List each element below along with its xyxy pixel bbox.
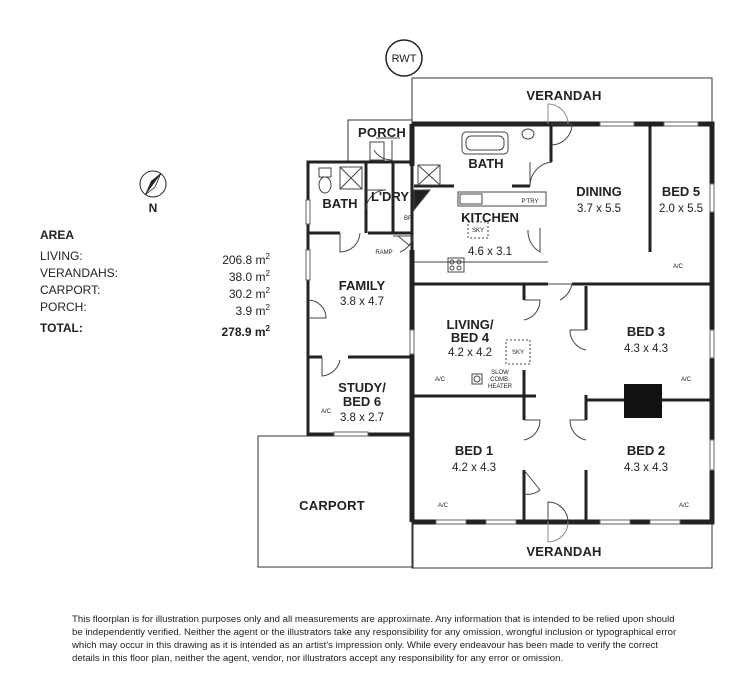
bed3-dim: 4.3 x 4.3 [624,343,668,355]
br-label: BR. [404,216,414,222]
bed5-ac: A/C [673,264,684,270]
kitchen-skylight [467,221,489,239]
disclaimer-text: This floorplan is for illustration purpo… [72,614,677,664]
area-value: 38.0 m [228,270,266,284]
heater [471,373,483,385]
heater-line-3: HEATER [488,384,513,390]
living-ac: A/C [435,377,446,383]
area-total-label: TOTAL: [40,321,83,335]
bathtub [461,131,509,155]
kitchen-bench [457,191,547,207]
area-value: 3.9 m [235,304,266,318]
verandah-bottom-label: VERANDAH [526,544,601,559]
area-row-total: TOTAL: 278.9 m2 [40,320,270,339]
bed2-name: BED 2 [627,443,665,458]
area-row-verandahs: VERANDAHS: 38.0 m2 [40,265,270,284]
porch-outline [347,119,412,162]
kitchen-sky: SKY [472,228,484,234]
area-value: 206.8 m [222,253,266,267]
unit-superscript: 2 [265,269,270,278]
kitchen-dim: 4.6 x 3.1 [468,246,512,258]
dining-name: DINING [576,184,622,199]
fixtures [318,128,548,385]
living-skylight [505,339,531,365]
cooktop [447,257,465,273]
bed1-dim: 4.2 x 4.3 [452,462,496,474]
ramp-label: RAMP [375,250,392,256]
living-name-2: BED 4 [451,330,490,345]
chimney [624,384,662,418]
area-label: LIVING: [40,249,83,263]
bed2-ac: A/C [679,503,690,509]
unit-superscript: 2 [265,252,270,261]
study-name-1: STUDY/ [338,380,386,395]
unit-superscript: 2 [265,324,270,333]
rwt-label: RWT [392,53,417,65]
area-total-value: 278.9 m [221,325,266,339]
carport-label: CARPORT [299,498,365,513]
bath-small-label: BATH [322,196,357,211]
area-label: CARPORT: [40,283,101,297]
area-summary: AREA LIVING: 206.8 m2 VERANDAHS: 38.0 m2… [40,228,270,339]
room-labels: VERANDAH VERANDAH PORCH BATH BATH L'DRY … [299,88,703,559]
heater-line-1: SLOW [491,370,509,376]
kitchen-pantry: P'TRY [521,199,538,205]
bed5-name: BED 5 [662,184,700,199]
doors [307,103,587,543]
study-ac: A/C [321,409,332,415]
bed1-name: BED 1 [455,443,493,458]
living-sky: SKY [512,350,524,356]
family-dim: 3.8 x 4.7 [340,296,384,308]
living-dim: 4.2 x 4.2 [448,347,492,359]
bed1-ac: A/C [438,503,449,509]
porch-label: PORCH [358,125,406,140]
windows [305,121,715,525]
area-value: 30.2 m [228,287,266,301]
bed5-dim: 2.0 x 5.5 [659,203,703,215]
compass-label: N [149,201,158,215]
toilet-small [318,167,332,178]
study-name-2: BED 6 [343,394,381,409]
family-name: FAMILY [339,278,386,293]
sink [459,193,483,205]
dining-dim: 3.7 x 5.5 [577,203,621,215]
area-row-living: LIVING: 206.8 m2 [40,248,270,267]
bed2-dim: 4.3 x 4.3 [624,462,668,474]
study-dim: 3.8 x 2.7 [340,412,384,424]
area-label: VERANDAHS: [40,266,119,280]
kitchen-corner-fill [413,189,432,212]
area-row-porch: PORCH: 3.9 m2 [40,299,270,318]
laundry-label: L'DRY [371,189,409,204]
area-label: PORCH: [40,300,87,314]
living-name-1: LIVING/ [447,317,494,332]
bed3-name: BED 3 [627,324,665,339]
bath-main-label: BATH [468,156,503,171]
verandah-top-label: VERANDAH [526,88,601,103]
area-title: AREA [40,228,75,242]
basin [521,128,535,140]
shower [417,164,441,186]
inner-walls [306,126,712,520]
unit-superscript: 2 [265,286,270,295]
heater-line-2: COMB. [490,377,510,383]
kitchen-name: KITCHEN [461,210,519,225]
small-shower [339,166,363,190]
unit-superscript: 2 [265,303,270,312]
bed3-ac: A/C [681,377,692,383]
area-row-carport: CARPORT: 30.2 m2 [40,282,270,301]
rwt-tank [385,39,423,77]
compass-icon [139,170,167,198]
